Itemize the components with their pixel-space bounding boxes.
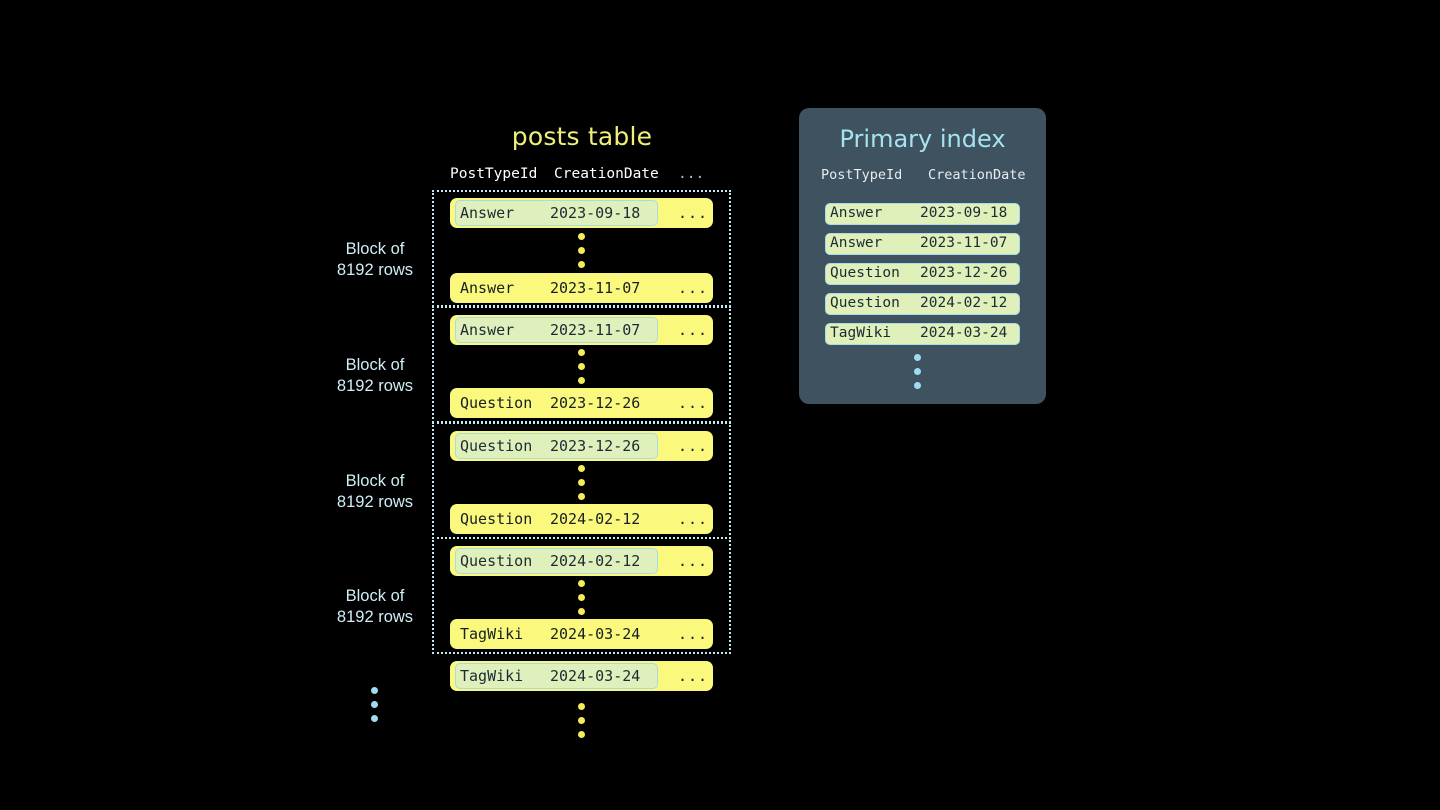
vertical-ellipsis-dots (578, 580, 586, 615)
cell-ellipsis: ... (678, 394, 709, 412)
index-more-ellipsis-dots (914, 354, 922, 389)
cell-creationdate: 2024-03-24 (920, 325, 1008, 341)
page-title: posts table (511, 122, 653, 151)
cell-posttypeid: TagWiki (460, 667, 524, 685)
cell-creationdate: 2023-12-26 (920, 265, 1008, 281)
table-row[interactable]: Question 2023-12-26 ... (450, 388, 713, 418)
index-boundary-highlight (455, 663, 658, 689)
more-blocks-ellipsis-dots (371, 687, 379, 722)
block-label-1-line2: 8192 rows (336, 261, 414, 279)
vertical-ellipsis-dots (578, 349, 586, 384)
cell-ellipsis: ... (678, 279, 709, 297)
column-header-posttypeid: PostTypeId (821, 167, 903, 183)
posts-table-column-headers: PostTypeId CreationDate ... (450, 166, 713, 186)
list-item[interactable]: Answer 2023-09-18 (825, 203, 1020, 225)
block-label-1: Block of 8192 rows (300, 239, 450, 281)
cell-posttypeid: Answer (830, 205, 883, 221)
cell-posttypeid: TagWiki (830, 325, 892, 341)
cell-posttypeid: Question (830, 295, 900, 311)
block-label-4: Block of 8192 rows (300, 586, 450, 628)
cell-creationdate: 2024-02-12 (920, 295, 1008, 311)
block-label-3-line1: Block of (345, 472, 405, 490)
cell-creationdate: 2023-11-07 (550, 321, 641, 339)
cell-ellipsis: ... (678, 510, 709, 528)
list-item[interactable]: Answer 2023-11-07 (825, 233, 1020, 255)
vertical-ellipsis-dots (578, 233, 586, 268)
column-header-creationdate: CreationDate (928, 167, 1026, 183)
block-label-4-line1: Block of (345, 587, 405, 605)
column-header-creationdate: CreationDate (554, 166, 659, 182)
block-label-2-line2: 8192 rows (336, 377, 414, 395)
block-label-2: Block of 8192 rows (300, 355, 450, 397)
table-row[interactable]: Answer 2023-11-07 ... (450, 273, 713, 303)
cell-creationdate: 2024-03-24 (550, 667, 641, 685)
cell-posttypeid: Question (830, 265, 900, 281)
table-row[interactable]: TagWiki 2024-03-24 ... (450, 661, 713, 691)
cell-posttypeid: TagWiki (460, 625, 524, 643)
cell-ellipsis: ... (678, 625, 709, 643)
block-label-3: Block of 8192 rows (300, 471, 450, 513)
cell-ellipsis: ... (678, 552, 709, 570)
cell-posttypeid: Answer (460, 279, 515, 297)
cell-posttypeid: Question (460, 552, 533, 570)
table-row[interactable]: TagWiki 2024-03-24 ... (450, 619, 713, 649)
block-label-1-line1: Block of (345, 240, 405, 258)
cell-creationdate: 2023-09-18 (920, 205, 1008, 221)
cell-posttypeid: Answer (460, 204, 515, 222)
cell-creationdate: 2023-11-07 (920, 235, 1008, 251)
column-header-posttypeid: PostTypeId (450, 166, 538, 182)
cell-creationdate: 2024-03-24 (550, 625, 641, 643)
cell-creationdate: 2024-02-12 (550, 510, 641, 528)
table-row[interactable]: Question 2024-02-12 ... (450, 546, 713, 576)
cell-ellipsis: ... (678, 204, 709, 222)
primary-index-title: Primary index (839, 125, 1006, 153)
cell-creationdate: 2023-09-18 (550, 204, 641, 222)
cell-posttypeid: Question (460, 510, 533, 528)
cell-posttypeid: Answer (830, 235, 883, 251)
index-boundary-highlight (455, 433, 658, 459)
primary-index-panel: Primary index PostTypeId CreationDate An… (799, 108, 1046, 404)
primary-index-column-headers: PostTypeId CreationDate (821, 167, 1031, 187)
index-boundary-highlight (455, 317, 658, 343)
index-boundary-highlight (455, 548, 658, 574)
table-row[interactable]: Question 2024-02-12 ... (450, 504, 713, 534)
vertical-ellipsis-dots (578, 465, 586, 500)
list-item[interactable]: TagWiki 2024-03-24 (825, 323, 1020, 345)
cell-creationdate: 2023-11-07 (550, 279, 641, 297)
block-label-4-line2: 8192 rows (336, 608, 414, 626)
block-label-2-line1: Block of (345, 356, 405, 374)
block-boundary-4 (432, 537, 731, 654)
table-row[interactable]: Answer 2023-09-18 ... (450, 198, 713, 228)
cell-ellipsis: ... (678, 321, 709, 339)
table-row[interactable]: Answer 2023-11-07 ... (450, 315, 713, 345)
cell-ellipsis: ... (678, 667, 709, 685)
cell-posttypeid: Answer (460, 321, 515, 339)
cell-creationdate: 2023-12-26 (550, 437, 641, 455)
table-row[interactable]: Question 2023-12-26 ... (450, 431, 713, 461)
cell-posttypeid: Question (460, 394, 533, 412)
cell-creationdate: 2023-12-26 (550, 394, 641, 412)
list-item[interactable]: Question 2024-02-12 (825, 293, 1020, 315)
list-item[interactable]: Question 2023-12-26 (825, 263, 1020, 285)
cell-ellipsis: ... (678, 437, 709, 455)
cell-creationdate: 2024-02-12 (550, 552, 641, 570)
column-header-ellipsis: ... (678, 166, 705, 182)
vertical-ellipsis-dots (578, 703, 586, 738)
index-boundary-highlight (455, 200, 658, 226)
block-label-3-line2: 8192 rows (336, 493, 414, 511)
cell-posttypeid: Question (460, 437, 533, 455)
